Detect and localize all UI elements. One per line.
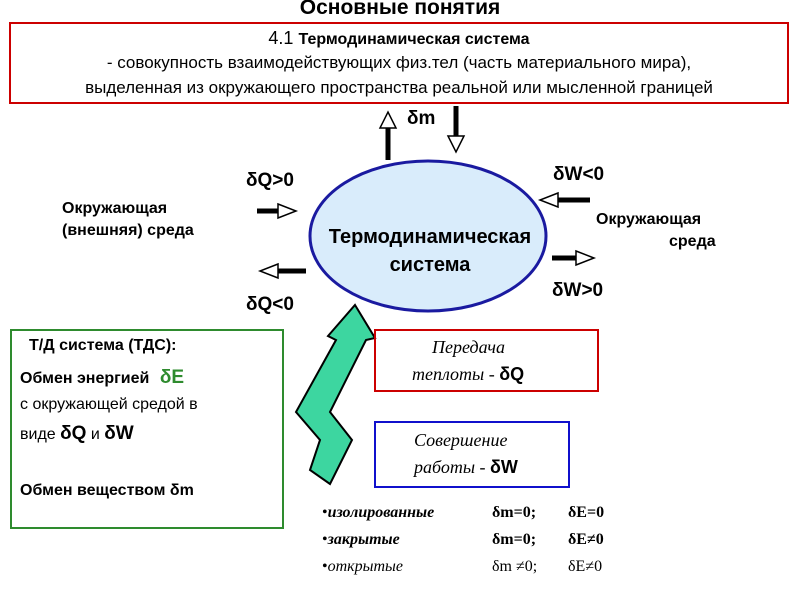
class-condition-energy: δE=0 (568, 504, 605, 521)
bullet: • (322, 558, 328, 575)
definition-line-2: выделенная из окружающего пространства р… (85, 78, 713, 97)
work-box-symbol: δW (490, 457, 518, 477)
heat-transfer-box: Передача теплоты - δQ (374, 329, 599, 392)
definition-line-1: - совокупность взаимодействующих физ.тел… (106, 53, 692, 72)
system-label-line-2: система (389, 254, 471, 276)
heat-out-arrow (257, 262, 306, 280)
work-box-line-1: Совершение (414, 430, 508, 450)
tds-matter-line: Обмен веществом δm (20, 482, 194, 499)
environment-right-line-1: Окружающая (596, 211, 702, 228)
list-item: •закрытые (322, 531, 400, 549)
heat-box-symbol: δQ (499, 364, 525, 384)
class-name: изолированные (327, 504, 435, 521)
tds-info-box: Т/Д система (ТДС): Обмен энергией δE с о… (10, 329, 284, 529)
tds-work-symbol: δW (104, 423, 134, 444)
energy-exchange-arrow (294, 303, 377, 486)
system-ellipse (308, 159, 548, 313)
tds-and: и (90, 426, 100, 443)
class-name: открытые (327, 558, 403, 575)
system-label: Термодинамическая система (300, 223, 560, 279)
mass-in-arrow (446, 106, 466, 154)
heat-positive-label: δQ>0 (246, 170, 294, 191)
work-out-arrow (552, 249, 597, 267)
tds-line-2: с окружающей средой в (20, 396, 198, 413)
tds-heat-symbol: δQ (60, 423, 87, 444)
bullet: • (322, 531, 328, 548)
work-box-prefix: работы - (414, 457, 486, 477)
class-condition-mass: δm=0; (492, 504, 537, 521)
tds-line-3-prefix: виде (20, 426, 56, 443)
definition-term: Термодинамическая система (298, 31, 530, 48)
system-classes-list: •изолированные δm=0; δE=0 •закрытые δm=0… (322, 504, 642, 594)
definition-heading: 4.1 Термодинамическая система (11, 28, 787, 49)
page-title: Основные понятия (299, 0, 501, 19)
mass-label: δm (407, 108, 436, 129)
class-condition-mass: δm ≠0; (492, 558, 538, 575)
environment-left-line-2: (внешняя) среда (62, 222, 194, 239)
work-in-arrow (537, 191, 590, 209)
class-condition-mass: δm=0; (492, 531, 537, 548)
bullet: • (322, 504, 328, 521)
list-item: •изолированные (322, 504, 434, 522)
environment-left-line-1: Окружающая (62, 200, 168, 217)
tds-line-3: виде δQ и δW (20, 423, 134, 445)
tds-energy-symbol: δE (159, 367, 185, 388)
class-condition-energy: δE≠0 (568, 558, 603, 575)
heat-box-line-1: Передача (432, 337, 505, 357)
work-box-line-2: работы - δW (414, 457, 518, 478)
tds-title: Т/Д система (ТДС): (29, 337, 177, 354)
work-box: Совершение работы - δW (374, 421, 570, 488)
heat-in-arrow (257, 202, 299, 220)
class-name: закрытые (327, 531, 400, 548)
tds-energy-prefix: Обмен энергией (20, 370, 150, 387)
system-label-line-1: Термодинамическая (328, 226, 532, 248)
work-positive-label: δW>0 (552, 280, 604, 301)
environment-left-label: Окружающая (внешняя) среда (62, 198, 194, 242)
definition-number: 4.1 (268, 28, 294, 48)
heat-box-prefix: теплоты - (412, 364, 495, 384)
heat-box-line-2: теплоты - δQ (412, 364, 524, 385)
environment-right-line-2: среда (669, 233, 716, 250)
list-item: •открытые (322, 558, 403, 576)
class-condition-energy: δE≠0 (568, 531, 604, 548)
work-negative-label: δW<0 (553, 164, 605, 185)
mass-out-arrow (378, 110, 398, 160)
tds-energy-line: Обмен энергией δE (20, 367, 184, 389)
environment-right-label: Окружающая среда (596, 209, 736, 253)
definition-box: 4.1 Термодинамическая система - совокупн… (9, 22, 789, 104)
heat-negative-label: δQ<0 (246, 294, 294, 315)
